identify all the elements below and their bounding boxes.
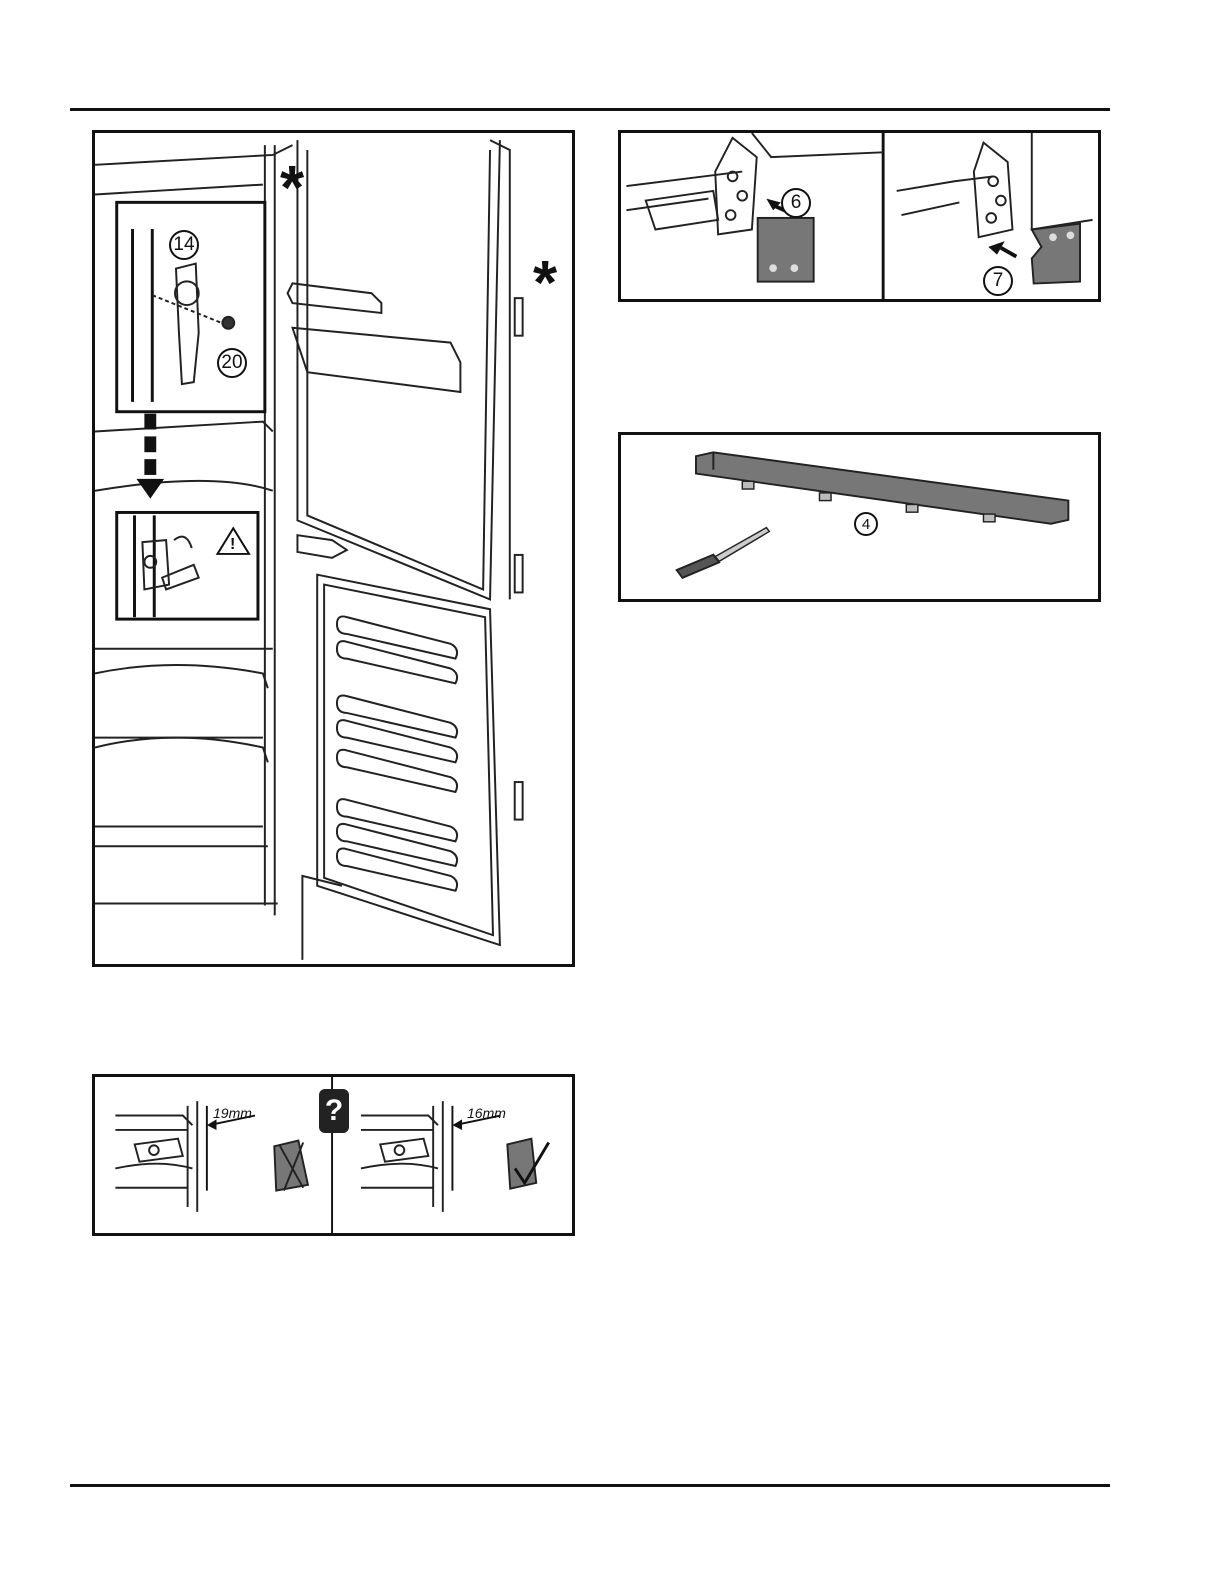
hinge-drawing xyxy=(621,133,1098,299)
gap-measurement-illustration: 19mm 16mm ? xyxy=(92,1074,575,1236)
part-number-badge: 4 xyxy=(854,512,878,536)
star-marker: * xyxy=(280,158,304,220)
gap-measure-label: 16mm xyxy=(467,1105,506,1121)
part-number-badge: 6 xyxy=(781,188,811,218)
question-icon: ? xyxy=(319,1089,349,1133)
hinge-cover-illustration: 6 7 xyxy=(618,130,1101,302)
part-number-badge: 20 xyxy=(217,348,247,378)
warning-icon: ! xyxy=(230,536,235,554)
part-number-badge: 14 xyxy=(169,230,199,260)
fridge-door-illustration: 14 20 * * ! xyxy=(92,130,575,967)
footer-rule xyxy=(70,1484,1110,1487)
header-rule xyxy=(70,108,1110,111)
fridge-drawing xyxy=(95,133,572,964)
gap-measure-label: 19mm xyxy=(213,1105,252,1121)
part-number-badge: 7 xyxy=(983,266,1013,296)
cover-strip-illustration: 4 xyxy=(618,432,1101,602)
star-marker: * xyxy=(533,253,557,315)
